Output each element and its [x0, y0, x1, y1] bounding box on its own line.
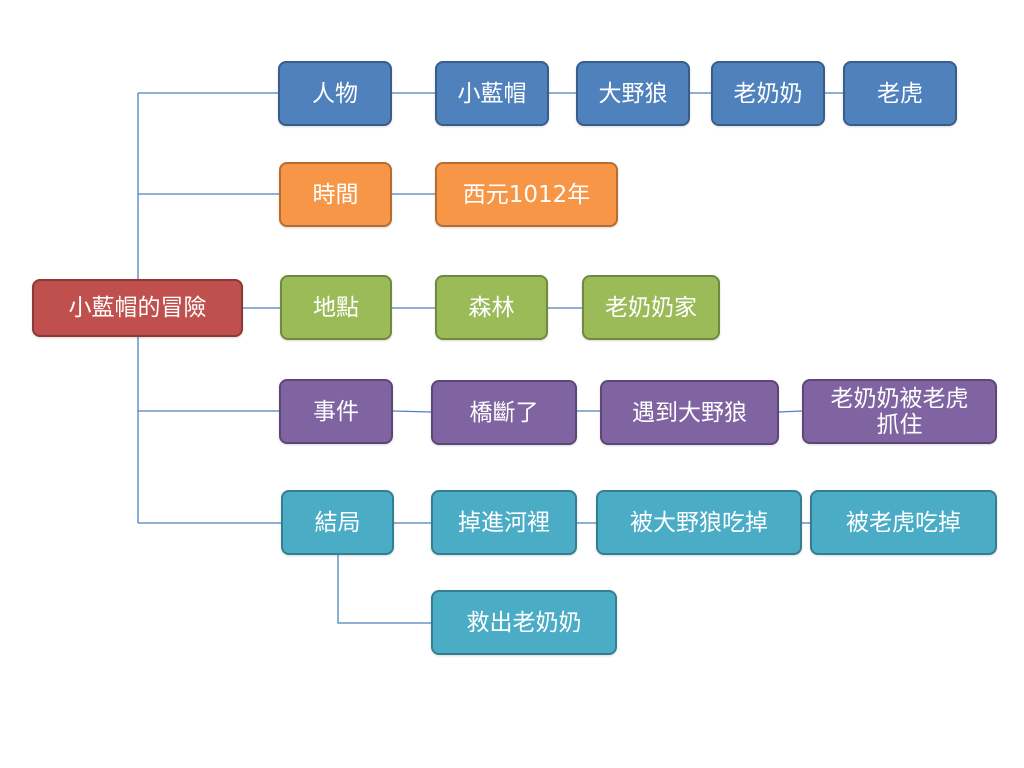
character-node-1-label: 小藍帽 — [457, 80, 527, 107]
events-category-node: 事件 — [279, 379, 393, 444]
character-node-3: 老奶奶 — [711, 61, 825, 126]
place-category-label: 地點 — [313, 294, 359, 321]
characters-category-label: 人物 — [312, 80, 358, 107]
place-category-node: 地點 — [280, 275, 392, 340]
time-category-label: 時間 — [312, 181, 359, 208]
ending-sub-node-label: 救出老奶奶 — [466, 609, 582, 636]
character-node-2: 大野狼 — [576, 61, 690, 126]
place-node-2-label: 老奶奶家 — [605, 294, 697, 321]
event-node-3: 老奶奶被老虎抓住 — [802, 379, 997, 444]
ending-to-rescue-line — [337, 555, 431, 624]
ending-node-3-label: 被老虎吃掉 — [846, 509, 961, 536]
time-node-1-label: 西元1012年 — [462, 181, 591, 208]
characters-category-node: 人物 — [278, 61, 392, 126]
event-node-3-label: 老奶奶被老虎抓住 — [830, 385, 969, 438]
event-node-2: 遇到大野狼 — [600, 380, 779, 445]
place-node-1-label: 森林 — [468, 294, 515, 321]
events-category-label: 事件 — [313, 398, 359, 425]
ending-node-3: 被老虎吃掉 — [810, 490, 997, 555]
ending-node-1: 掉進河裡 — [431, 490, 577, 555]
root-node-label: 小藍帽的冒險 — [68, 295, 207, 321]
ending-node-1-label: 掉進河裡 — [458, 509, 550, 536]
events-link-1 — [392, 410, 432, 413]
character-node-4: 老虎 — [843, 61, 957, 126]
ending-sub-node: 救出老奶奶 — [431, 590, 617, 655]
ending-category-node: 結局 — [281, 490, 394, 555]
place-node-2: 老奶奶家 — [582, 275, 720, 340]
place-node-1: 森林 — [435, 275, 548, 340]
character-node-4-label: 老虎 — [877, 80, 923, 107]
time-category-node: 時間 — [279, 162, 392, 227]
character-node-2-label: 大野狼 — [598, 80, 668, 107]
character-node-1: 小藍帽 — [435, 61, 549, 126]
ending-category-label: 結局 — [314, 509, 361, 536]
events-link-3 — [778, 410, 803, 413]
ending-node-2: 被大野狼吃掉 — [596, 490, 802, 555]
root-node: 小藍帽的冒險 — [32, 279, 243, 337]
event-node-1-label: 橋斷了 — [469, 399, 539, 426]
event-node-1: 橋斷了 — [431, 380, 577, 445]
ending-node-2-label: 被大野狼吃掉 — [630, 509, 768, 536]
character-node-3-label: 老奶奶 — [733, 80, 803, 107]
time-node-1: 西元1012年 — [435, 162, 618, 227]
event-node-2-label: 遇到大野狼 — [632, 399, 747, 426]
